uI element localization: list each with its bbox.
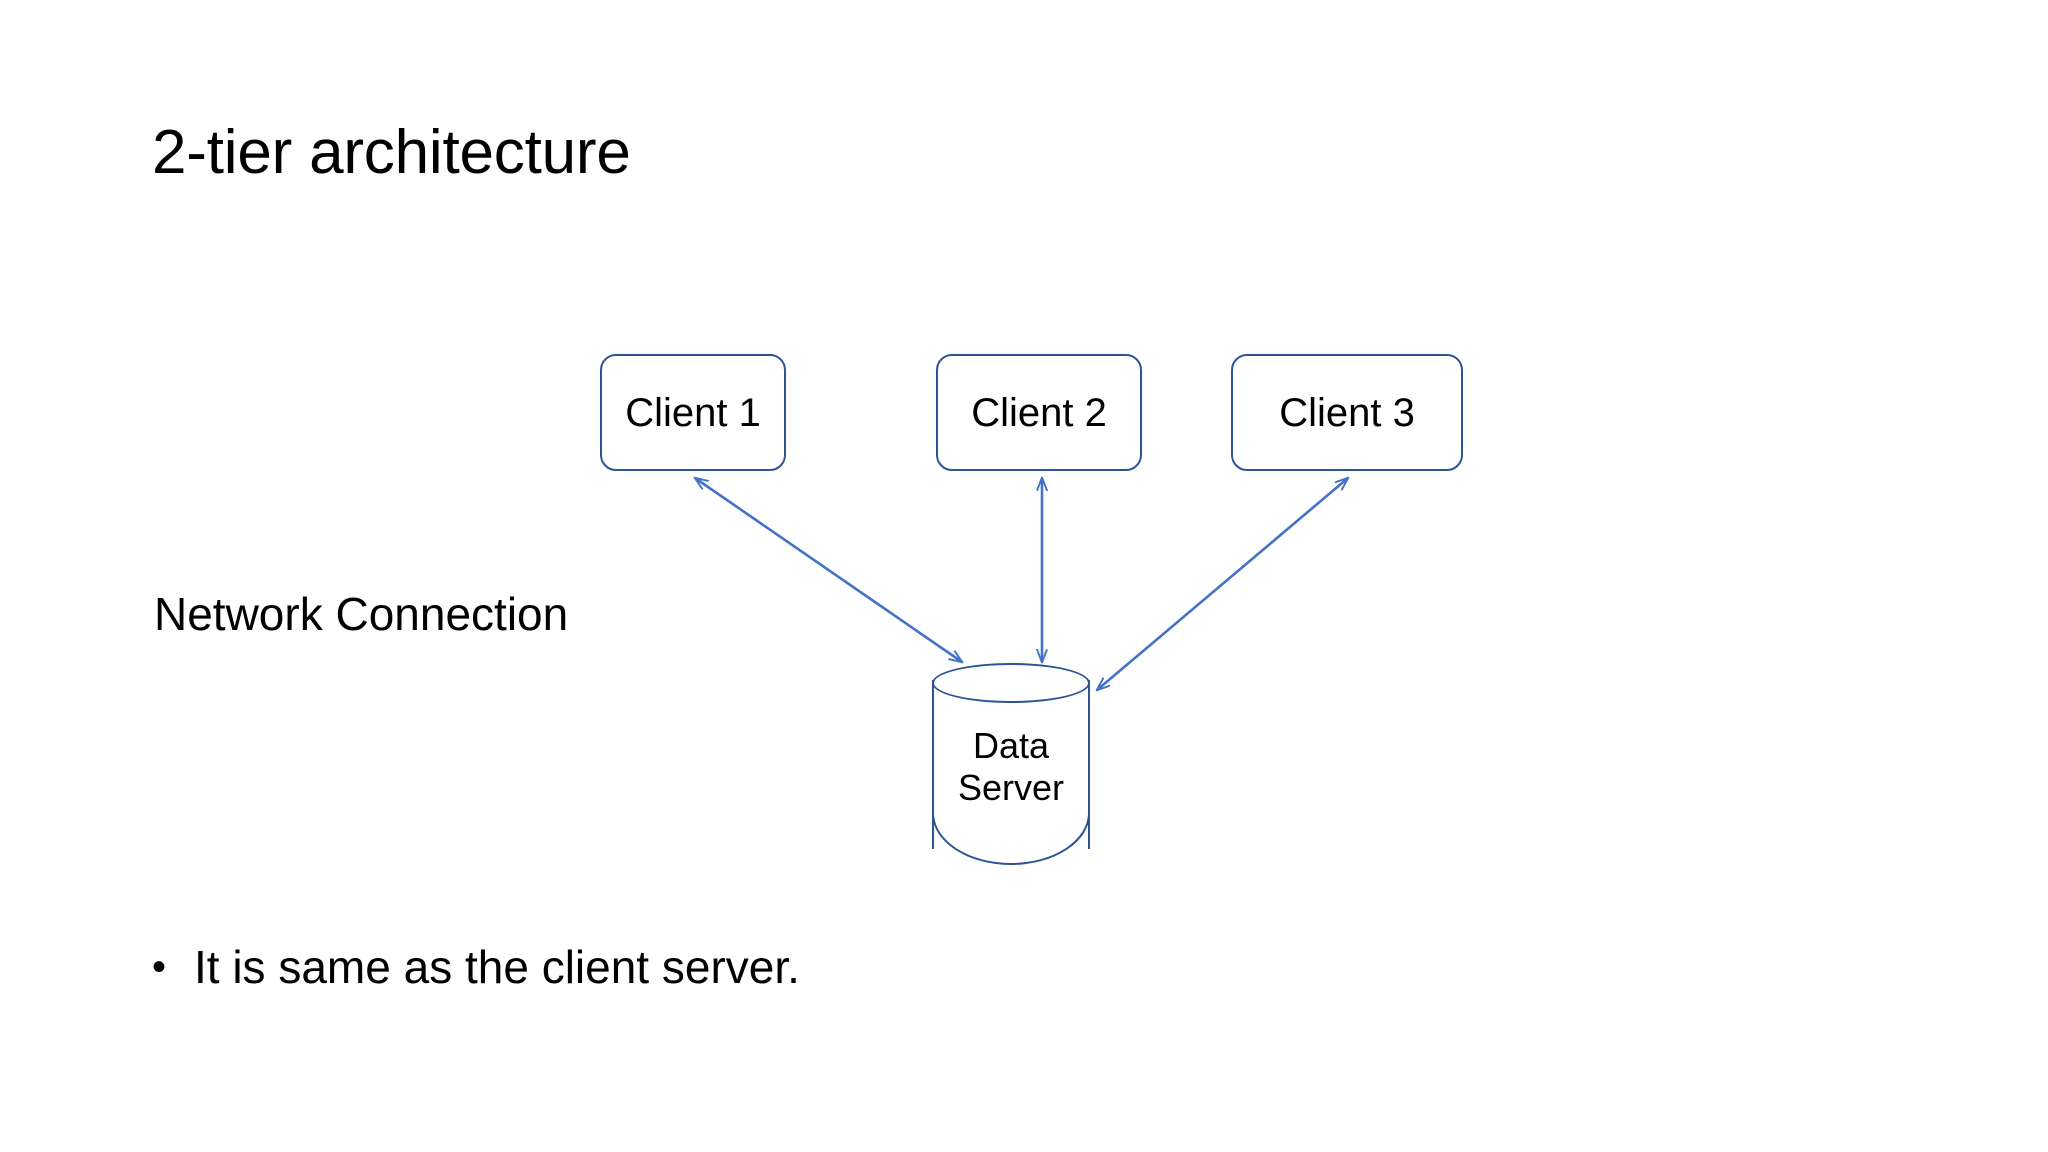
connector-client-3-to-server[interactable] — [1097, 478, 1348, 690]
connector-client-1-to-server[interactable] — [695, 478, 962, 662]
node-client-1-label: Client 1 — [625, 390, 761, 435]
bullet-marker-icon: • — [152, 945, 167, 989]
node-data-server-label-line-2: Server — [957, 767, 1065, 809]
bullet-list-item: • It is same as the client server. — [152, 940, 800, 995]
node-client-1[interactable]: Client 1 — [600, 354, 786, 471]
cylinder-top-ellipse — [932, 663, 1090, 703]
node-data-server-label-line-1: Data — [972, 725, 1050, 766]
network-connection-label: Network Connection — [154, 588, 569, 640]
node-data-server[interactable]: Data Server — [932, 663, 1090, 866]
node-client-3[interactable]: Client 3 — [1231, 354, 1463, 471]
node-data-server-label: Data Server — [932, 725, 1090, 810]
node-client-2[interactable]: Client 2 — [936, 354, 1142, 471]
node-client-3-label: Client 3 — [1279, 390, 1415, 435]
cylinder-bottom-arc — [932, 813, 1090, 865]
node-client-2-label: Client 2 — [971, 390, 1107, 435]
bullet-item-text: It is same as the client server. — [194, 941, 800, 993]
page-title: 2-tier architecture — [152, 118, 631, 187]
